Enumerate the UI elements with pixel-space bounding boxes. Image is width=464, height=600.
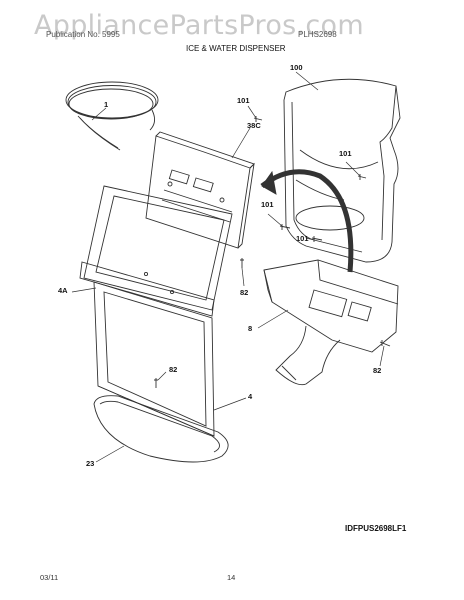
label-101-mid: 101 — [296, 234, 309, 243]
footer-date: 03/11 — [40, 573, 59, 582]
footer-page-number: 14 — [227, 573, 236, 582]
diagram-code: IDFPUS2698LF1 — [345, 524, 407, 533]
control-board — [145, 131, 255, 249]
publication-text: Publication No. 5995 — [46, 30, 120, 39]
label-101-left: 101 — [261, 200, 274, 209]
frame-4a — [79, 185, 233, 317]
label-4: 4 — [248, 392, 253, 401]
label-8: 8 — [248, 324, 253, 333]
label-82-upper: 82 — [240, 288, 249, 297]
actuator-assembly — [263, 259, 399, 386]
drip-tray — [93, 395, 229, 463]
label-1: 1 — [104, 100, 109, 109]
frame-4 — [93, 281, 215, 437]
section-title: ICE & WATER DISPENSER — [186, 44, 286, 53]
assembly-arrow — [260, 169, 354, 273]
label-4a: 4A — [58, 286, 68, 295]
label-82-right: 82 — [373, 366, 382, 375]
label-101-top: 101 — [237, 96, 250, 105]
label-23: 23 — [86, 459, 95, 468]
label-100: 100 — [290, 63, 303, 72]
screws — [154, 116, 391, 388]
label-101-right: 101 — [339, 149, 352, 158]
label-82-lower: 82 — [169, 365, 178, 374]
watermark: AppliancePartsPros.com — [34, 10, 364, 41]
tubing-coil — [65, 81, 159, 151]
model-text: PLHS2698 — [298, 30, 337, 39]
label-38c: 38C — [247, 121, 261, 130]
leader-lines — [71, 71, 385, 463]
